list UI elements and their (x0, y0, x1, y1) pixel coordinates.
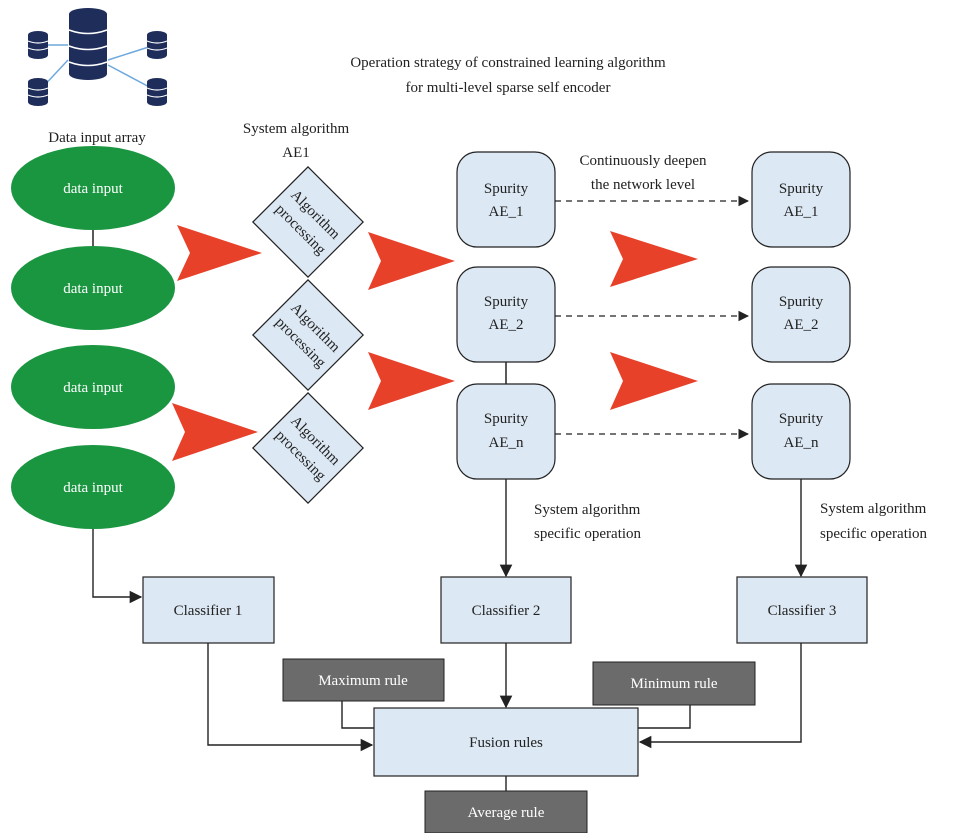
classifier-3 (736, 576, 868, 644)
spurity-right-n (751, 383, 851, 480)
spurity-left-n-line-1: Spurity (484, 411, 529, 427)
data-input-ellipse-4 (11, 445, 175, 529)
database-array-icon (27, 8, 168, 107)
algorithm-processing-1: Algorithm processing (251, 165, 365, 279)
classifier-2-label: Classifier 2 (472, 603, 541, 619)
red-arrow-1 (177, 225, 262, 281)
spurity-left-1-line-1: Spurity (484, 181, 529, 197)
red-arrow-3 (368, 352, 455, 410)
arrow-data-input-to-classifier-1 (92, 529, 143, 604)
connector-minimum-rule (638, 705, 691, 729)
spurity-left-2-line-2: AE_2 (489, 317, 524, 333)
specific-op-right-line-1: System algorithm (820, 501, 927, 517)
minimum-rule-label: Minimum rule (630, 676, 717, 692)
spurity-left-1 (456, 151, 556, 248)
spurity-right-1-line-2: AE_1 (784, 204, 819, 220)
classifier-1-label: Classifier 1 (174, 603, 243, 619)
average-rule-label: Average rule (468, 805, 545, 821)
specific-op-left-line-1: System algorithm (534, 502, 641, 518)
data-input-ellipse-2 (11, 246, 175, 330)
spurity-right-1 (751, 151, 851, 248)
red-arrow-6 (610, 352, 698, 410)
arrow-classifier-1-to-fusion (207, 643, 374, 752)
spurity-left-2 (456, 266, 556, 363)
deepen-label-line-2: the network level (591, 177, 695, 193)
data-input-array-label: Data input array (48, 130, 146, 146)
connector-maximum-rule (341, 701, 374, 729)
title-line-2: for multi-level sparse self encoder (406, 80, 611, 96)
fusion-rules-label: Fusion rules (469, 735, 543, 751)
data-input-label-2: data input (63, 281, 123, 297)
minimum-rule-box (592, 661, 756, 706)
data-input-ellipse-3 (11, 345, 175, 429)
red-arrow-4 (172, 403, 258, 461)
classifier-1 (142, 576, 275, 644)
algorithm-processing-2: Algorithm processing (251, 278, 365, 392)
system-algorithm-label-line-2: AE1 (282, 145, 310, 161)
spurity-right-n-line-2: AE_n (784, 435, 819, 451)
specific-op-right-line-2: specific operation (820, 526, 928, 542)
spurity-left-n (456, 383, 556, 480)
data-input-label-3: data input (63, 380, 123, 396)
red-arrow-2 (368, 232, 455, 290)
fusion-rules-box (373, 707, 639, 777)
deepen-label-line-1: Continuously deepen (579, 153, 707, 169)
spurity-right-2 (751, 266, 851, 363)
spurity-left-2-line-1: Spurity (484, 294, 529, 310)
classifier-3-label: Classifier 3 (768, 603, 837, 619)
data-input-ellipse-1 (11, 146, 175, 230)
spurity-left-1-line-2: AE_1 (489, 204, 524, 220)
spurity-right-2-line-2: AE_2 (784, 317, 819, 333)
arrow-classifier-3-to-fusion (638, 643, 802, 749)
spurity-left-n-line-2: AE_n (489, 435, 524, 451)
algorithm-processing-3: Algorithm processing (251, 391, 365, 505)
title-line-1: Operation strategy of constrained learni… (350, 55, 666, 71)
system-algorithm-label-line-1: System algorithm (243, 121, 350, 137)
spurity-right-2-line-1: Spurity (779, 294, 824, 310)
maximum-rule-label: Maximum rule (318, 673, 408, 689)
data-input-label-1: data input (63, 181, 123, 197)
data-input-label-4: data input (63, 480, 123, 496)
spurity-right-1-line-1: Spurity (779, 181, 824, 197)
average-rule-box (424, 790, 588, 833)
red-arrow-5 (610, 231, 698, 287)
specific-op-left-line-2: specific operation (534, 526, 642, 542)
spurity-right-n-line-1: Spurity (779, 411, 824, 427)
maximum-rule-box (282, 658, 445, 702)
